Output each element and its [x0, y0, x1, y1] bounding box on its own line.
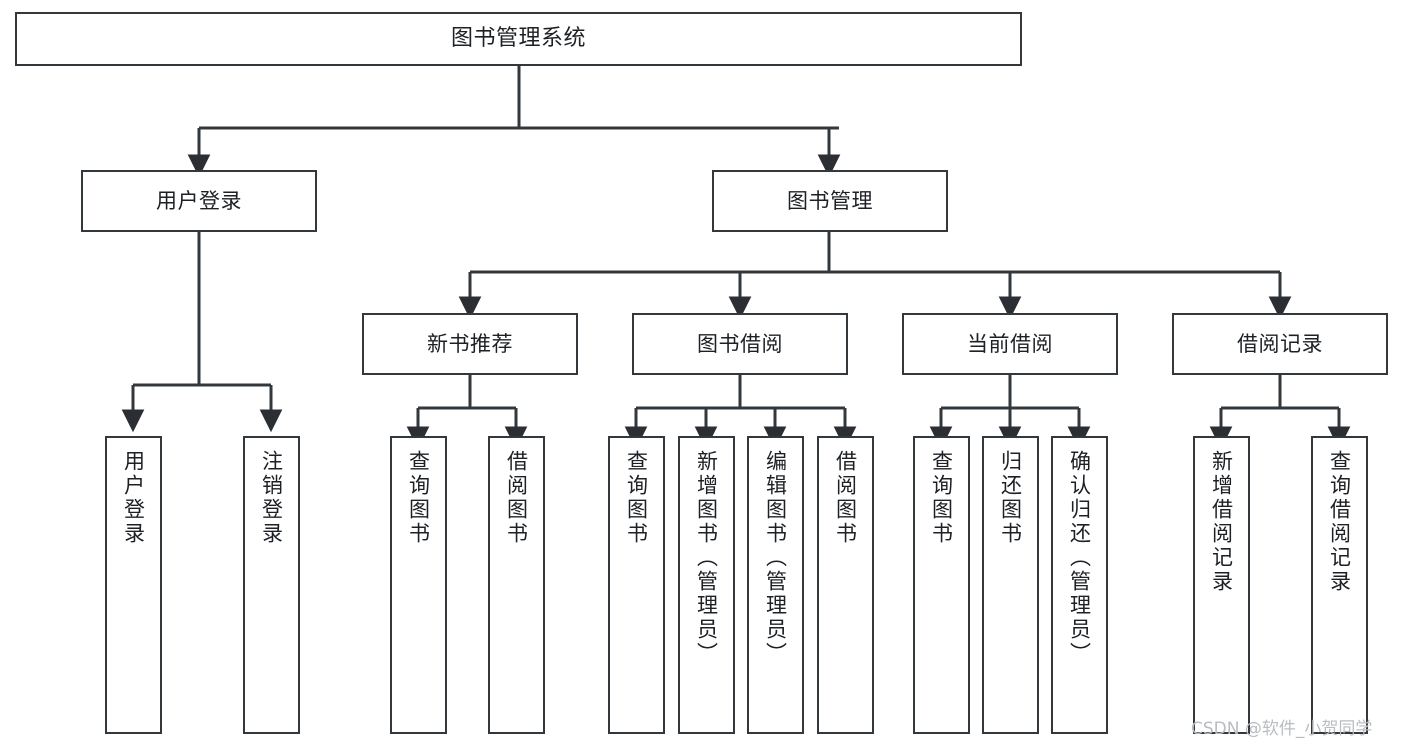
node-leaf-confirm-return-label: 确认归还（管理员）: [1067, 450, 1092, 666]
node-current-borrow[interactable]: 当前借阅: [902, 313, 1118, 375]
node-user-login-label: 用户登录: [156, 188, 242, 213]
node-leaf-query-record-label: 查询借阅记录: [1327, 450, 1352, 594]
node-leaf-logout-label: 注销登录: [259, 450, 284, 546]
node-leaf-query-book-b-label: 查询图书: [624, 450, 649, 546]
node-leaf-borrow-book-b-label: 借阅图书: [833, 450, 858, 546]
node-new-book-recommend-label: 新书推荐: [427, 331, 513, 356]
node-leaf-confirm-return[interactable]: 确认归还（管理员）: [1051, 436, 1108, 734]
node-root[interactable]: 图书管理系统: [15, 12, 1022, 66]
node-borrow-record-label: 借阅记录: [1237, 331, 1323, 356]
node-leaf-query-record[interactable]: 查询借阅记录: [1311, 436, 1368, 734]
csdn-watermark: CSDN @软件_小贺同学: [1191, 719, 1373, 739]
node-leaf-query-book-b[interactable]: 查询图书: [608, 436, 665, 734]
node-leaf-query-book-c[interactable]: 查询图书: [913, 436, 970, 734]
node-leaf-borrow-book-b[interactable]: 借阅图书: [817, 436, 874, 734]
node-book-borrow-label: 图书借阅: [697, 331, 783, 356]
node-leaf-edit-book[interactable]: 编辑图书（管理员）: [747, 436, 804, 734]
node-book-manage[interactable]: 图书管理: [712, 170, 948, 232]
node-leaf-edit-book-label: 编辑图书（管理员）: [763, 450, 788, 666]
node-leaf-user-login[interactable]: 用户登录: [105, 436, 162, 734]
node-book-borrow[interactable]: 图书借阅: [632, 313, 848, 375]
node-leaf-add-record[interactable]: 新增借阅记录: [1193, 436, 1250, 734]
node-new-book-recommend[interactable]: 新书推荐: [362, 313, 578, 375]
node-leaf-add-book[interactable]: 新增图书（管理员）: [678, 436, 735, 734]
node-leaf-query-book-a-label: 查询图书: [406, 450, 431, 546]
node-book-manage-label: 图书管理: [787, 188, 873, 213]
node-leaf-add-book-label: 新增图书（管理员）: [694, 450, 719, 666]
node-leaf-return-book-label: 归还图书: [998, 450, 1023, 546]
node-leaf-query-book-c-label: 查询图书: [929, 450, 954, 546]
node-leaf-query-book-a[interactable]: 查询图书: [390, 436, 447, 734]
node-leaf-return-book[interactable]: 归还图书: [982, 436, 1039, 734]
node-root-label: 图书管理系统: [450, 25, 586, 51]
node-user-login[interactable]: 用户登录: [81, 170, 317, 232]
node-borrow-record[interactable]: 借阅记录: [1172, 313, 1388, 375]
node-leaf-user-login-label: 用户登录: [121, 450, 146, 546]
node-leaf-borrow-book-a-label: 借阅图书: [504, 450, 529, 546]
node-leaf-borrow-book-a[interactable]: 借阅图书: [488, 436, 545, 734]
node-leaf-add-record-label: 新增借阅记录: [1209, 450, 1234, 594]
node-leaf-logout[interactable]: 注销登录: [243, 436, 300, 734]
node-current-borrow-label: 当前借阅: [967, 331, 1053, 356]
